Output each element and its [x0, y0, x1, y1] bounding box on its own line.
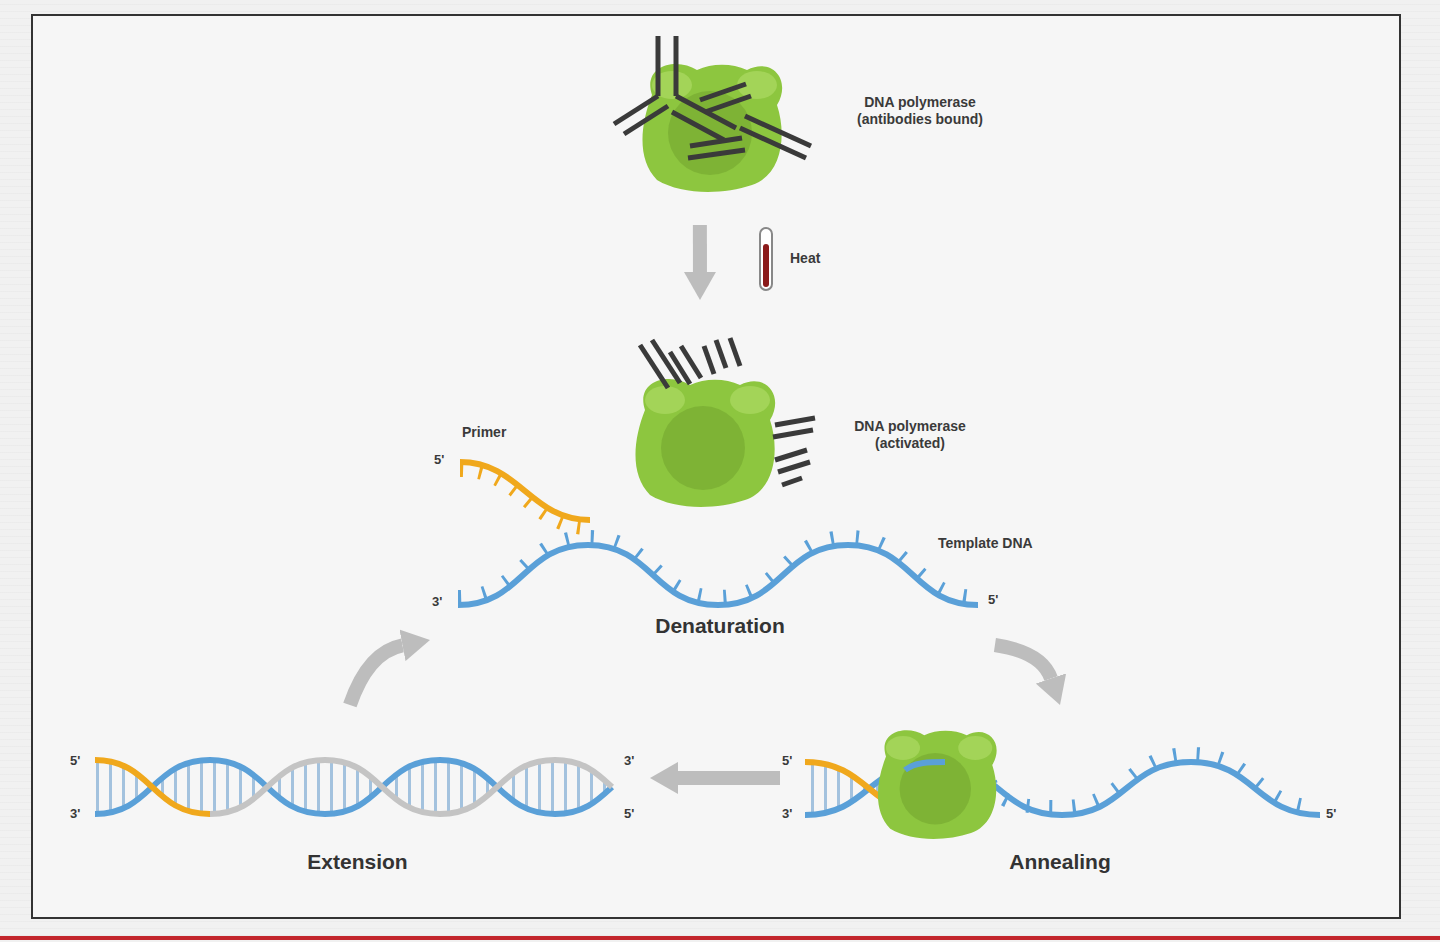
antibody-chain [782, 478, 802, 485]
antibody-chain [705, 96, 751, 112]
template-backbone [458, 545, 978, 605]
antibody-chain [624, 106, 668, 134]
part-label: Primer [462, 424, 506, 440]
stage-caption: Extension [65, 849, 650, 874]
frame [32, 15, 1400, 918]
antibody-chain [674, 36, 679, 96]
arrow-label: Heat [790, 250, 820, 266]
antibody-chain [688, 150, 745, 158]
process-arrow [995, 645, 1051, 678]
polymerase-lobe [958, 736, 992, 760]
polymerase-lobe [886, 736, 920, 760]
stage-caption: Annealing [780, 849, 1340, 874]
process-arrow [350, 645, 403, 705]
primer-backbone [95, 760, 210, 814]
antibody-chain [775, 418, 815, 425]
antibody-chain [773, 430, 813, 437]
pcr-stage: Extension [65, 705, 650, 880]
polymerase-state: DNA polymerase (antibodies bound) [610, 30, 1030, 225]
antibody-symbol [614, 36, 811, 158]
strand-end: 5' [1326, 806, 1336, 821]
polymerase-lobe [645, 386, 685, 414]
template-strand [458, 537, 978, 605]
polymerase-label: DNA polymerase (antibodies bound) [832, 94, 1008, 128]
polymerase-bound [642, 64, 782, 192]
strand-end: 3' [70, 806, 80, 821]
thermometer-symbol [760, 228, 772, 290]
antibody-chain [745, 116, 811, 146]
antibody-chain [640, 345, 668, 388]
thermometer-fill [763, 244, 769, 287]
polymerase-state: DNA polymerase (activated) [620, 300, 1020, 510]
antibody-chain [672, 112, 724, 140]
antibody-chain [716, 340, 726, 368]
polymerase-core [661, 406, 745, 490]
polymerase-core [900, 753, 971, 824]
antibody-chain [681, 346, 701, 378]
strand-end: 5' [988, 592, 998, 607]
polymerase-label: DNA polymerase (activated) [822, 418, 998, 452]
polymerase-body [635, 379, 775, 507]
pcr-stage: Denaturation [430, 535, 1010, 645]
process-arrow [678, 771, 780, 785]
antibody-chain [690, 138, 742, 146]
polymerase-body [642, 64, 782, 192]
base-pairs [95, 755, 615, 820]
polymerase-lobe [730, 386, 770, 414]
antibody-fragments [640, 338, 815, 485]
process-arrow [693, 225, 707, 272]
antibody-chain [778, 462, 810, 472]
antibody-chain [614, 96, 658, 124]
primer-strand [460, 462, 590, 528]
template-backbone [95, 760, 612, 814]
thermometer-tube [760, 228, 772, 290]
antibody-chain [730, 338, 740, 366]
polymerase-activated [635, 379, 775, 507]
strand-end: 3' [432, 594, 442, 609]
antibody-chain [656, 36, 661, 96]
strand-end: 5' [434, 452, 444, 467]
strand-end: 5' [782, 753, 792, 768]
strand-end: 5' [70, 753, 80, 768]
template-bases [458, 537, 978, 597]
extension-helix [95, 760, 612, 814]
part-label: Template DNA [938, 535, 1033, 551]
strand-end: 5' [624, 806, 634, 821]
bottom-rule [0, 936, 1440, 940]
strand-end: 3' [782, 806, 792, 821]
template-backbone [905, 762, 945, 770]
new-strand [210, 760, 612, 814]
antibody-chain [704, 346, 714, 374]
primer-bases [460, 470, 590, 528]
strand-end: 3' [624, 753, 634, 768]
polymerase-annealing [878, 730, 997, 839]
template-bases [990, 754, 1320, 807]
polymerase-core [668, 91, 752, 175]
antibody-chain [740, 128, 806, 158]
pcr-stage: Annealing [780, 705, 1340, 880]
stage-caption: Denaturation [430, 613, 1010, 638]
antibody-chain [775, 450, 807, 460]
polymerase-body [878, 730, 997, 839]
